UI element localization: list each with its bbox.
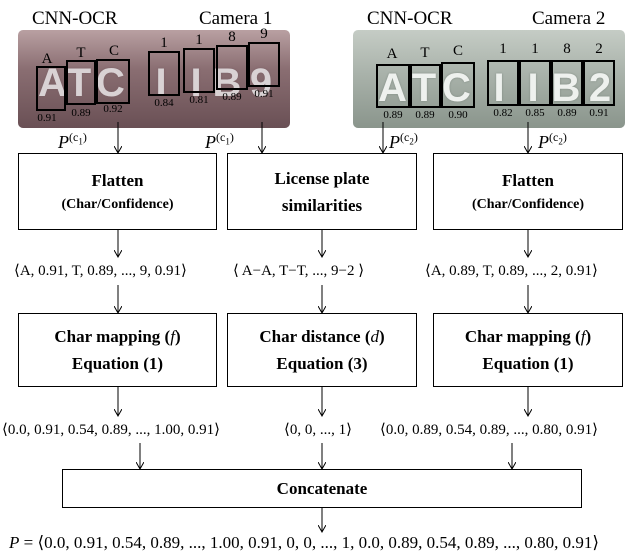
node-subtitle: (Char/Confidence) — [472, 197, 584, 212]
prob-label-c1-left: P(c1) — [58, 130, 87, 152]
flatten-node-camera-1: Flatten (Char/Confidence) — [18, 153, 217, 230]
char-confidence: 0.81 — [189, 94, 209, 106]
char-distance-node: Char distance (d) Equation (3) — [227, 313, 417, 387]
node-equation: Equation (1) — [71, 354, 164, 373]
char-mapping-node-camera-1: Char mapping (f) Equation (1) — [18, 313, 217, 387]
char-detection-box — [551, 60, 583, 106]
char-label: A — [386, 46, 398, 62]
mapped-sequence-camera-1: ⟨0.0, 0.91, 0.54, 0.89, ..., 1.00, 0.91⟩ — [2, 422, 220, 438]
node-subtitle: (Char/Confidence) — [61, 197, 174, 212]
char-confidence: 0.91 — [37, 112, 57, 124]
char-label: 8 — [563, 41, 571, 57]
char-confidence: 0.92 — [103, 103, 123, 115]
plate-glyph: 9 — [249, 61, 273, 105]
cnn-ocr-label-1: CNN-OCR — [32, 8, 118, 29]
char-label: 9 — [260, 26, 268, 42]
char-detection-box — [248, 42, 280, 87]
plate-glyph: C — [442, 66, 471, 110]
node-title: Char distance (d) — [259, 327, 385, 346]
camera-2-label: Camera 2 — [532, 8, 606, 29]
plate-glyph: I — [493, 66, 505, 110]
flatten-node-camera-2: Flatten (Char/Confidence) — [433, 153, 623, 230]
mapped-sequence-camera-2: ⟨0.0, 0.89, 0.54, 0.89, ..., 0.80, 0.91⟩ — [380, 422, 598, 438]
char-confidence: 0.82 — [493, 107, 513, 119]
char-detection-box — [36, 66, 66, 111]
char-detection-box — [583, 60, 615, 106]
plate-glyph: I — [155, 61, 167, 105]
plate-glyph: 2 — [588, 66, 612, 110]
plate-glyph: B — [551, 66, 581, 110]
license-plate-similarities-node: License plate similarities — [227, 153, 417, 230]
char-confidence: 0.89 — [557, 107, 577, 119]
node-title-line-1: License plate — [274, 168, 370, 188]
char-confidence: 0.84 — [154, 97, 174, 109]
node-equation: Equation (3) — [276, 354, 368, 373]
plate-glyph: T — [66, 61, 92, 105]
char-detection-box — [148, 51, 180, 96]
plate-glyph: A — [378, 66, 407, 110]
char-confidence: 0.85 — [525, 107, 545, 119]
char-label: T — [420, 45, 430, 61]
char-detection-box — [96, 59, 130, 104]
char-label: 2 — [595, 41, 603, 57]
final-feature-vector: P = ⟨0.0, 0.91, 0.54, 0.89, ..., 1.00, 0… — [9, 533, 599, 552]
node-title: Char mapping (f) — [464, 327, 592, 346]
char-detection-box — [66, 60, 96, 105]
flattened-sequence-camera-2: ⟨A, 0.89, T, 0.89, ..., 2, 0.91⟩ — [425, 263, 598, 279]
char-label: 8 — [228, 29, 236, 45]
camera-1-label: Camera 1 — [199, 8, 273, 29]
char-label: T — [76, 45, 86, 61]
license-plate-image-camera-2: A T C I I B 2 — [353, 30, 625, 128]
prob-label-c1-right: P(c1) — [205, 130, 234, 152]
plate-glyph: T — [411, 66, 437, 110]
node-title: Flatten — [91, 171, 144, 190]
char-confidence: 0.91 — [589, 107, 609, 119]
char-detection-box — [519, 60, 551, 106]
node-title: Char mapping (f) — [54, 327, 181, 346]
plate-glyph: I — [527, 66, 539, 110]
char-detection-box — [376, 64, 410, 108]
char-label: 1 — [531, 41, 539, 57]
char-mapping-node-camera-2: Char mapping (f) Equation (1) — [433, 313, 623, 387]
char-detection-box — [183, 48, 215, 93]
plate-glyph: A — [38, 61, 67, 105]
plate-glyph: I — [190, 61, 202, 105]
char-confidence: 0.89 — [71, 107, 91, 119]
plate-glyph: C — [96, 61, 125, 105]
node-title-line-2: similarities — [281, 195, 363, 215]
prob-label-c2-left: P(c2) — [389, 130, 418, 152]
flattened-sequence-camera-1: ⟨A, 0.91, T, 0.89, ..., 9, 0.91⟩ — [14, 263, 187, 279]
distance-sequence: ⟨0, 0, ..., 1⟩ — [284, 422, 352, 438]
node-title: Flatten — [502, 171, 554, 190]
char-detection-box — [487, 60, 519, 106]
char-label: 1 — [499, 41, 507, 57]
concatenate-node: Concatenate — [62, 469, 582, 508]
char-confidence: 0.90 — [448, 109, 468, 121]
cnn-ocr-label-2: CNN-OCR — [367, 8, 453, 29]
char-detection-box — [410, 64, 441, 108]
node-equation: Equation (1) — [482, 354, 574, 373]
char-label: 1 — [160, 35, 168, 51]
similarity-sequence: ⟨ A−A, T−T, ..., 9−2 ⟩ — [233, 263, 365, 279]
prob-label-c2-right: P(c2) — [538, 130, 567, 152]
char-confidence: 0.91 — [254, 88, 274, 100]
char-confidence: 0.89 — [415, 109, 435, 121]
char-label: C — [452, 43, 463, 59]
char-label: C — [108, 43, 119, 59]
char-detection-box — [441, 62, 475, 108]
char-detection-box — [216, 45, 248, 90]
char-label: A — [41, 51, 53, 67]
char-confidence: 0.89 — [222, 91, 242, 103]
node-title: Concatenate — [276, 479, 368, 498]
char-label: 1 — [195, 32, 203, 48]
char-confidence: 0.89 — [383, 109, 403, 121]
